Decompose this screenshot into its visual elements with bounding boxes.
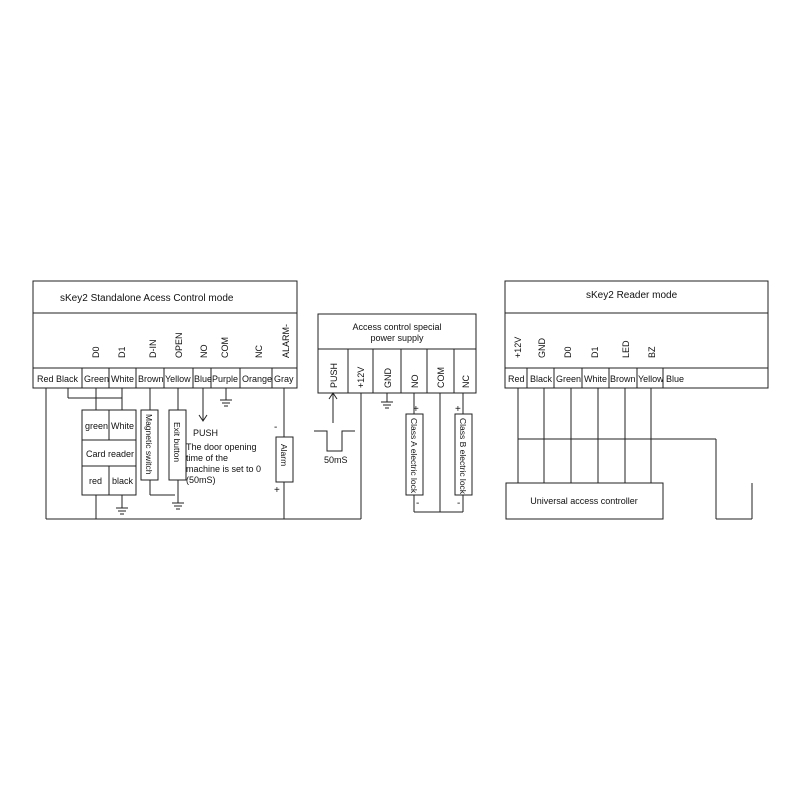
alarm-minus: - (274, 422, 277, 433)
push-note-title: PUSH (193, 428, 218, 438)
color-white: White (111, 374, 134, 384)
card-reader: green White Card reader red black (81, 409, 137, 496)
alarm-box (275, 436, 294, 483)
reader-terminal-bz: BZ (647, 346, 657, 358)
card-reader-label: Card reader (86, 449, 134, 459)
color-yellow: Yellow (165, 374, 191, 384)
card-reader-white: White (111, 421, 134, 431)
exit-button-box (168, 409, 187, 481)
terminal-d-in: D-IN (148, 340, 158, 359)
color-orange: Orange (242, 374, 272, 384)
class-a-minus: - (416, 498, 419, 509)
reader-title-box (504, 280, 769, 314)
standalone-panel: sKey2 Standalone Acess Control mode D0 D… (32, 280, 298, 389)
magnetic-switch: Magnetic switch (140, 409, 159, 481)
card-reader-red: red (89, 476, 102, 486)
power-terminal-12v: +12V (356, 367, 366, 388)
class-b-lock: Class B electric lock + - (454, 404, 473, 509)
color-green: Green (84, 374, 109, 384)
terminal-alarm: ALARM- (281, 324, 291, 358)
power-terminal-push: PUSH (329, 363, 339, 388)
power-terminal-no: NO (410, 375, 420, 389)
exit-button-label: Exit button (172, 422, 182, 462)
magnetic-switch-box (140, 409, 159, 481)
reader-color-yellow: Yellow (638, 374, 664, 384)
color-brown: Brown (138, 374, 164, 384)
class-a-lock-box (405, 413, 424, 496)
reader-terminal-area (504, 312, 769, 369)
class-b-plus: + (455, 404, 461, 415)
standalone-color-strip (32, 367, 298, 389)
reader-color-blue: Blue (666, 374, 684, 384)
reader-terminal-d0: D0 (563, 346, 573, 358)
standalone-title: sKey2 Standalone Acess Control mode (60, 293, 234, 304)
terminal-no: NO (199, 345, 209, 359)
class-b-lock-label: Class B electric lock (458, 418, 468, 495)
alarm-label: Alarm (279, 444, 289, 466)
class-a-lock: Class A electric lock + - (405, 404, 424, 509)
alarm: Alarm - + (274, 422, 294, 496)
reader-color-green: Green (556, 374, 581, 384)
terminal-nc: NC (254, 345, 264, 358)
reader-terminal-d1: D1 (590, 346, 600, 358)
power-terminal-nc: NC (461, 375, 471, 388)
card-reader-green: green (85, 421, 108, 431)
class-a-lock-label: Class A electric lock (409, 418, 419, 494)
reader-terminal-led: LED (621, 340, 631, 358)
push-note-line4: (50mS) (186, 475, 216, 485)
class-a-plus: + (413, 404, 419, 415)
card-reader-black: black (112, 476, 134, 486)
exit-button: Exit button (168, 409, 187, 481)
reader-color-brown: Brown (610, 374, 636, 384)
reader-title: sKey2 Reader mode (586, 290, 678, 301)
color-blue: Blue (194, 374, 212, 384)
universal-controller-label: Universal access controller (530, 496, 638, 506)
reader-wires (517, 388, 753, 520)
power-wires: 50mS (314, 392, 464, 519)
universal-controller-box (505, 482, 664, 520)
color-black: Black (56, 374, 79, 384)
reader-terminal-12v: +12V (513, 337, 523, 358)
push-note-line2: time of the (186, 453, 228, 463)
reader-color-black: Black (530, 374, 553, 384)
standalone-terminal-area (32, 312, 298, 369)
universal-access-controller: Universal access controller (505, 482, 664, 520)
color-purple: Purple (212, 374, 238, 384)
push-note: PUSH The door opening time of the machin… (186, 428, 261, 485)
magnetic-switch-label: Magnetic switch (144, 414, 154, 475)
class-b-lock-box (454, 413, 473, 496)
terminal-d0: D0 (91, 346, 101, 358)
terminal-com: COM (220, 337, 230, 358)
standalone-wires (45, 388, 361, 520)
color-gray: Gray (274, 374, 294, 384)
terminal-open: OPEN (174, 332, 184, 358)
reader-color-white: White (584, 374, 607, 384)
power-title-line2: power supply (370, 333, 424, 343)
alarm-plus: + (274, 485, 280, 496)
terminal-d1: D1 (117, 346, 127, 358)
reader-color-red: Red (508, 374, 525, 384)
power-title-line1: Access control special (352, 322, 441, 332)
pulse-label: 50mS (324, 455, 348, 465)
reader-terminal-gnd: GND (537, 338, 547, 359)
power-terminal-com: COM (436, 367, 446, 388)
power-panel: Access control special power supply PUSH… (317, 313, 477, 394)
color-red: Red (37, 374, 54, 384)
reader-panel: sKey2 Reader mode +12V GND D0 D1 LED BZ … (504, 280, 769, 389)
push-note-line1: The door opening (186, 442, 257, 452)
standalone-title-box (32, 280, 298, 314)
class-b-minus: - (457, 498, 460, 509)
power-terminal-area (317, 348, 477, 394)
power-terminal-gnd: GND (383, 368, 393, 389)
push-note-line3: machine is set to 0 (186, 464, 261, 474)
